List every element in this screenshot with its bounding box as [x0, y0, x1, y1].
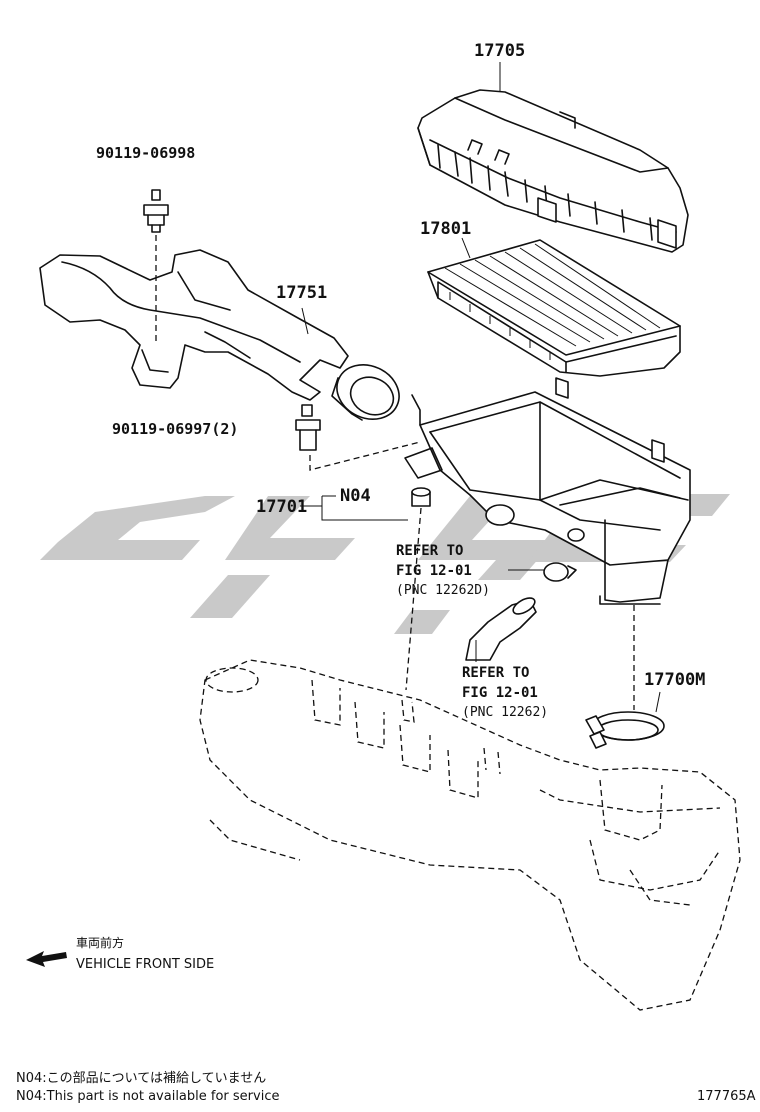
part-label-bolt-top: 90119-06998 — [96, 144, 195, 162]
figure-id: 177765A — [697, 1089, 756, 1104]
inlet-duct-drawing — [39, 249, 400, 421]
air-cleaner-cover-drawing — [417, 89, 689, 253]
part-label-cover: 17705 — [474, 41, 525, 61]
ref1-line3: (PNC 12262D) — [396, 583, 490, 598]
part-label-bolt-side: 90119-06997(2) — [112, 420, 238, 438]
air-cleaner-case-drawing — [404, 377, 691, 605]
ref2-line3: (PNC 12262) — [462, 705, 548, 720]
engine-outline-drawing — [199, 659, 741, 1011]
dash-grommet — [405, 507, 422, 691]
direction-label-en: VEHICLE FRONT SIDE — [76, 957, 214, 972]
bracket-17701 — [321, 495, 408, 521]
part-label-duct: 17751 — [276, 283, 327, 303]
dash-bolt-side — [309, 441, 421, 471]
ref-part-1-drawing — [543, 562, 577, 582]
part-label-filter: 17801 — [420, 219, 471, 239]
footnote-jp: N04:この部品については補給していません — [16, 1071, 266, 1086]
bolt-top-drawing — [143, 189, 169, 233]
ref1-line2: FIG 12-01 — [396, 563, 472, 579]
air-filter-element-drawing — [427, 239, 681, 377]
ref2-line1: REFER TO — [462, 665, 529, 681]
ref2-line2: FIG 12-01 — [462, 685, 538, 701]
part-label-case: 17701 — [256, 497, 307, 517]
leader-duct — [301, 307, 309, 335]
part-label-n04: N04 — [340, 486, 371, 506]
part-label-clamp: 17700M — [644, 670, 705, 690]
ref-hose-drawing — [465, 597, 537, 661]
hose-clamp-drawing — [585, 711, 665, 749]
arrow-left-icon — [26, 951, 67, 967]
ref1-line1: REFER TO — [396, 543, 463, 559]
leader-filter — [461, 237, 471, 259]
leader-clamp — [655, 691, 661, 713]
footnote-en: N04:This part is not available for servi… — [16, 1089, 279, 1104]
direction-label-jp: 車両前方 — [76, 935, 124, 950]
bolt-side-drawing — [295, 404, 321, 451]
grommet-n04-drawing — [411, 487, 431, 507]
